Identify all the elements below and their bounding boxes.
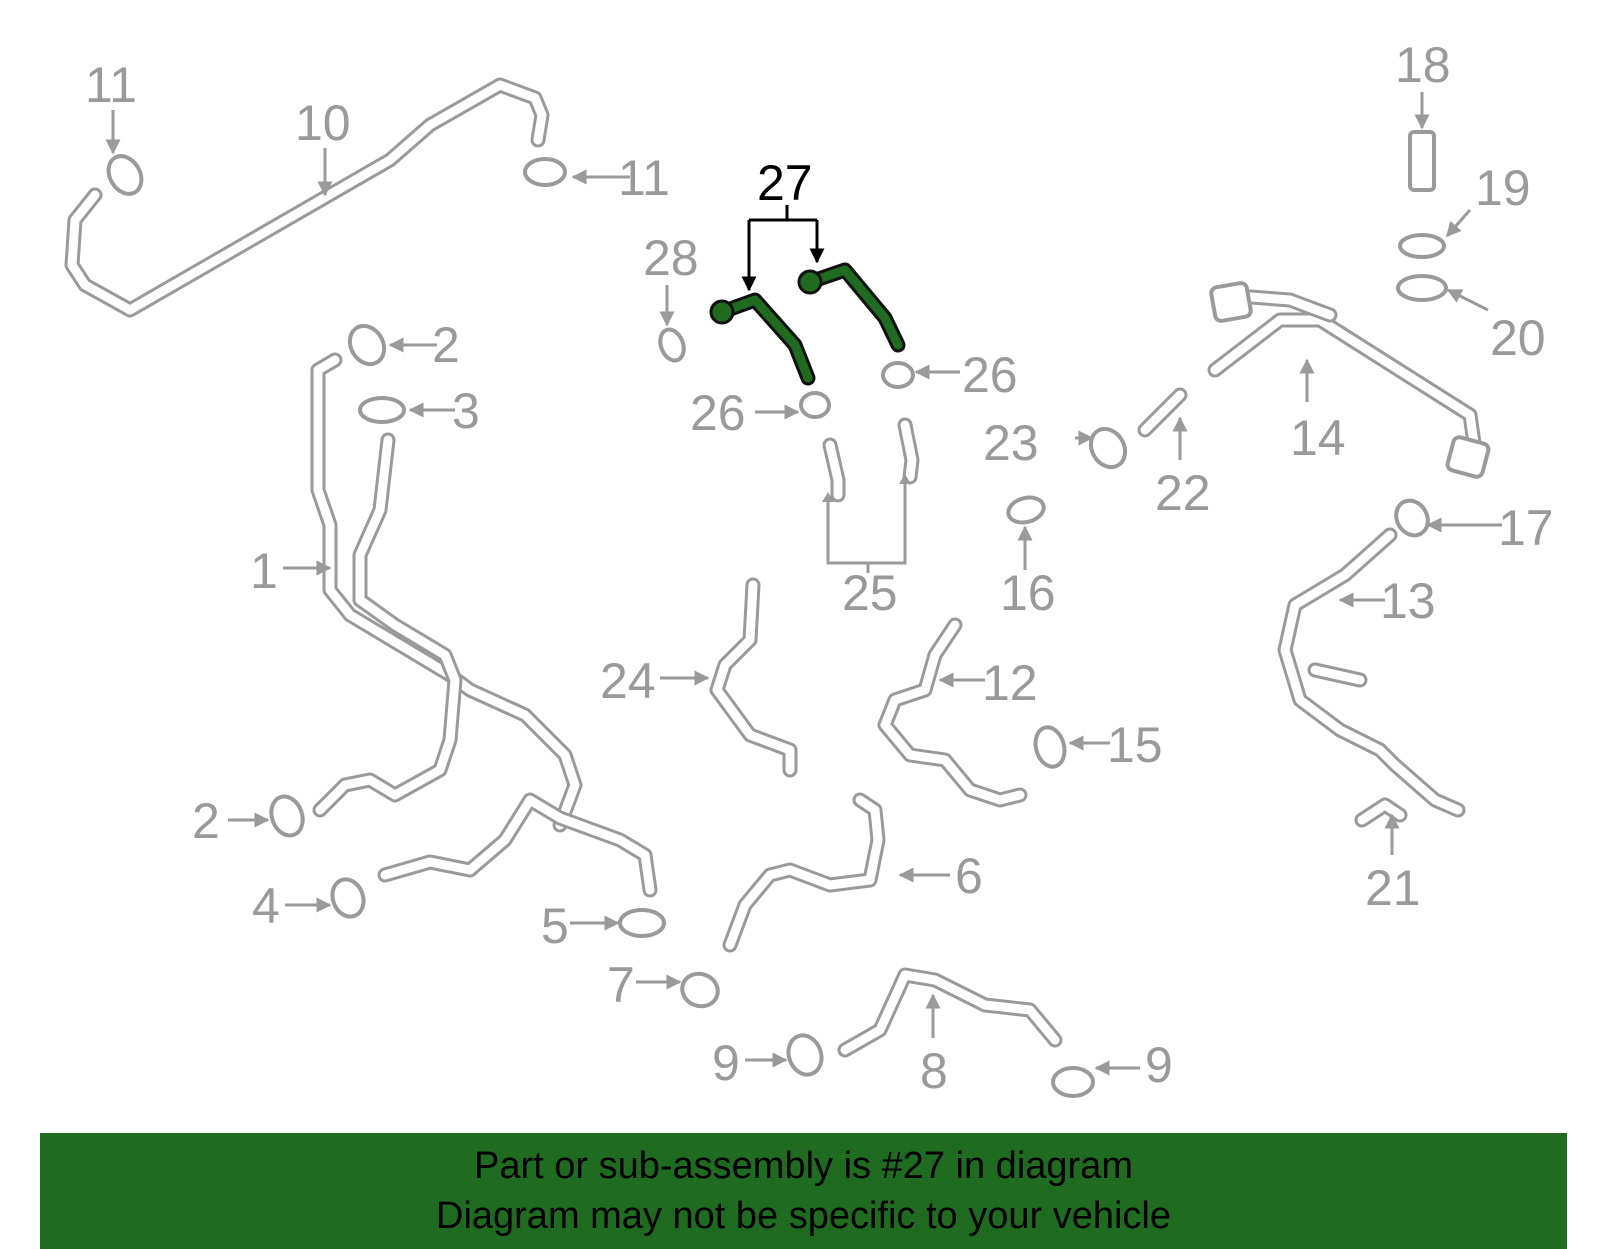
part-9-clamp-right	[1051, 1066, 1095, 1098]
callout-12: 12	[982, 655, 1038, 711]
callout-11-right: 11	[618, 150, 670, 206]
info-banner: Part or sub-assembly is #27 in diagram D…	[40, 1133, 1567, 1249]
part-26-clamp-left	[799, 391, 831, 419]
callout-10: 10	[295, 95, 351, 151]
part-18-sensor	[1408, 130, 1436, 192]
part-1-pipe	[310, 352, 583, 833]
part-3-clamp	[358, 396, 406, 424]
part-23-clamp	[1088, 426, 1128, 470]
callout-arrows	[105, 92, 1502, 1076]
part-20-seal	[1396, 274, 1448, 302]
part-26-clamp-right	[881, 361, 915, 389]
callout-26-left: 26	[690, 385, 746, 441]
part-24-pipe	[709, 577, 798, 778]
part-19-seal	[1398, 233, 1446, 259]
part-22-hose	[1137, 387, 1188, 438]
part-7-clamp	[680, 971, 720, 1009]
part-27-hose-assembly	[709, 262, 906, 386]
callout-22: 22	[1155, 465, 1211, 521]
callout-20: 20	[1490, 310, 1546, 366]
callout-7: 7	[607, 957, 635, 1013]
callout-2-top: 2	[432, 317, 460, 373]
part-9-clamp-left	[786, 1033, 824, 1077]
callout-9-left: 9	[712, 1035, 740, 1091]
part-14-flange-pipe	[1207, 281, 1491, 479]
part-12-pipe	[877, 617, 1028, 808]
part-6-hose	[722, 792, 886, 953]
callout-14: 14	[1290, 410, 1346, 466]
callout-5: 5	[541, 898, 569, 954]
callout-labels: 11 10 11 2 3 1 2 4 5 7 9 9 8 6 24 12 15 …	[85, 37, 1554, 1099]
banner-line-1: Part or sub-assembly is #27 in diagram	[474, 1145, 1133, 1187]
callout-11-left: 11	[85, 57, 137, 113]
part-10-pipe	[64, 77, 550, 318]
callout-3: 3	[452, 383, 480, 439]
part-8-hose	[837, 967, 1063, 1058]
callout-26-right: 26	[962, 347, 1018, 403]
part-5-clamp	[618, 908, 666, 938]
callout-23: 23	[983, 415, 1039, 471]
callout-27-bracket	[741, 205, 825, 292]
callout-16: 16	[1000, 565, 1056, 621]
part-4-clamp	[330, 877, 366, 919]
part-15-oring	[1033, 725, 1067, 769]
part-28-oring	[658, 327, 686, 363]
part-16-oring	[1006, 495, 1046, 525]
callout-28: 28	[643, 230, 699, 286]
part-11-clamp-right	[523, 157, 567, 187]
callout-19: 19	[1475, 160, 1531, 216]
callout-18: 18	[1395, 37, 1451, 93]
callout-27: 27	[757, 155, 813, 211]
callout-6: 6	[955, 848, 983, 904]
callout-1: 1	[250, 543, 278, 599]
banner-line-2: Diagram may not be specific to your vehi…	[436, 1195, 1171, 1237]
callout-13: 13	[1380, 573, 1436, 629]
part-2-clamp-top	[347, 323, 387, 367]
callout-24: 24	[600, 653, 656, 709]
callout-2-bottom: 2	[192, 793, 220, 849]
part-2-clamp-bottom	[269, 794, 305, 838]
part-11-clamp-left	[106, 154, 144, 196]
callout-8: 8	[920, 1043, 948, 1099]
part-21-elbow	[1354, 797, 1408, 828]
callout-15: 15	[1107, 717, 1163, 773]
part-17-oring	[1394, 498, 1430, 538]
part-13-pipe	[1277, 527, 1466, 818]
callout-21: 21	[1365, 860, 1421, 916]
callout-25: 25	[842, 565, 898, 621]
callout-9-right: 9	[1145, 1037, 1173, 1093]
part-5-hose	[377, 792, 658, 898]
callout-17: 17	[1498, 500, 1554, 556]
callout-4: 4	[252, 878, 280, 934]
